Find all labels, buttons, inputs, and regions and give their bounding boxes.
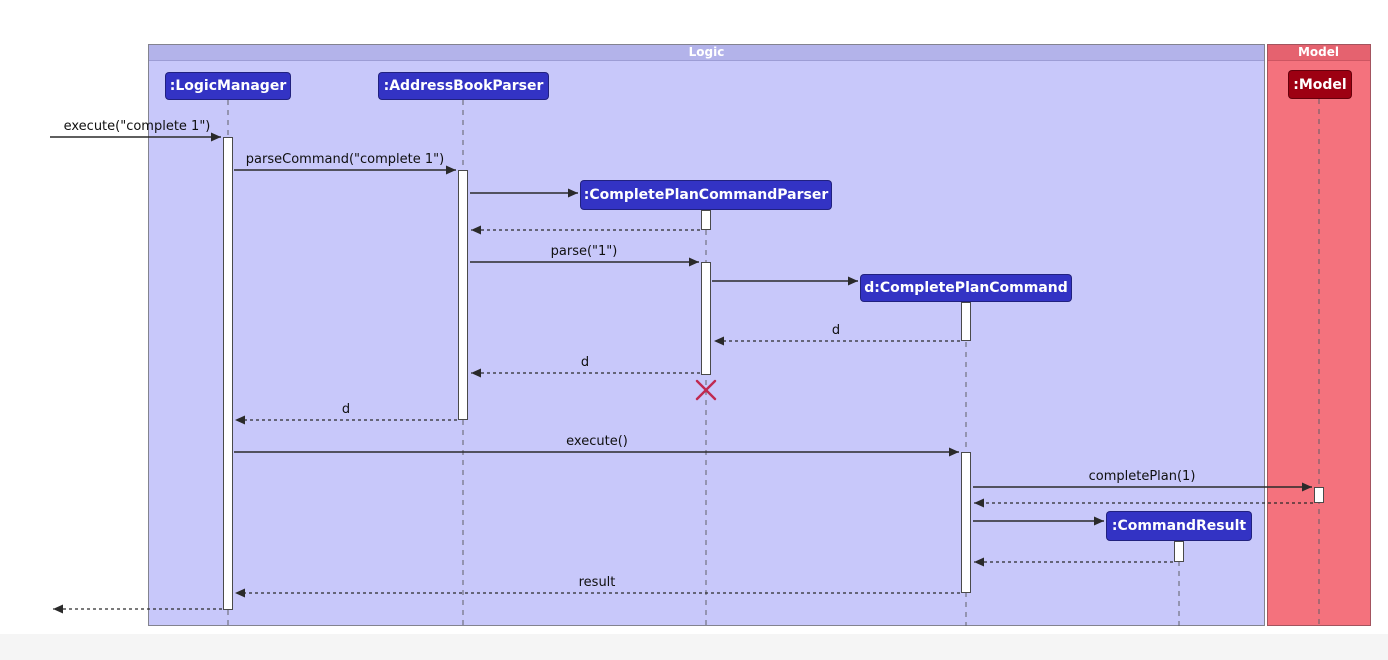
message-label-completeplan: completePlan(1) [1088, 469, 1196, 484]
participant-completeplancommandparser: :CompletePlanCommandParser [580, 180, 832, 210]
message-label-return-d-to-lm: d [341, 402, 351, 417]
participant-addressbookparser: :AddressBookParser [378, 72, 549, 100]
activation-bar-completeplancommandparser-2 [700, 262, 711, 375]
activation-bar-commandresult [1173, 541, 1184, 562]
activation-bar-completeplancommand-1 [960, 302, 971, 341]
message-label-execute: execute() [566, 434, 628, 449]
activation-bar-logicmanager [222, 137, 233, 610]
activation-bar-completeplancommandparser-1 [700, 210, 711, 230]
activation-bar-completeplancommand-2 [960, 452, 971, 593]
message-label-return-d-to-parser: d [831, 323, 841, 338]
participant-model: :Model [1288, 70, 1352, 99]
message-label-execute-complete: execute("complete 1") [63, 119, 211, 134]
participant-logicmanager: :LogicManager [165, 72, 291, 100]
activation-bar-model [1313, 487, 1324, 503]
frame-logic-title: Logic [149, 45, 1264, 61]
page-bottom-strip [0, 634, 1388, 660]
participant-commandresult: :CommandResult [1106, 511, 1252, 541]
message-label-parsecommand: parseCommand("complete 1") [245, 152, 445, 167]
destroy-x-icon [695, 379, 717, 401]
message-label-parse: parse("1") [550, 244, 618, 259]
participant-completeplancommand: d:CompletePlanCommand [860, 274, 1072, 302]
message-label-return-d-to-abp: d [580, 355, 590, 370]
message-label-result: result [578, 575, 616, 590]
frame-model-title: Model [1267, 45, 1370, 61]
activation-bar-addressbookparser [457, 170, 468, 420]
